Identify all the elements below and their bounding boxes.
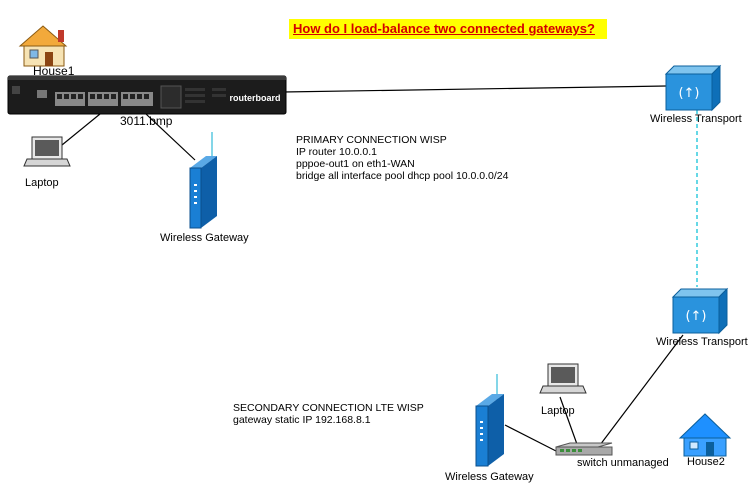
house2-icon <box>678 413 732 457</box>
primary-line: bridge all interface pool dhcp pool 10.0… <box>296 170 509 182</box>
transport1-icon: (↑) <box>664 64 722 112</box>
switch-label: switch unmanaged <box>577 457 669 469</box>
router-label: 3011.bmp <box>120 114 173 128</box>
primary-connection-info: PRIMARY CONNECTION WISP IP router 10.0.0… <box>296 134 509 182</box>
link-router-gateway1 <box>145 113 196 161</box>
gateway1-label: Wireless Gateway <box>160 232 249 244</box>
secondary-heading: SECONDARY CONNECTION LTE WISP <box>233 402 424 414</box>
link-switch-gateway2 <box>504 424 557 452</box>
link-router-transport1 <box>282 85 667 93</box>
svg-text:(↑): (↑) <box>678 86 699 101</box>
laptop1-label: Laptop <box>25 177 59 189</box>
laptop2-label: Laptop <box>541 405 575 417</box>
house1-icon <box>18 25 68 67</box>
primary-line: IP router 10.0.0.1 <box>296 146 377 158</box>
transport1-label: Wireless Transport <box>650 113 742 125</box>
switch-icon <box>555 442 613 456</box>
gateway1-icon <box>189 132 217 229</box>
secondary-connection-info: SECONDARY CONNECTION LTE WISP gateway st… <box>233 402 424 426</box>
router-brand-text: routerboard <box>229 93 280 103</box>
house1-label: House1 <box>33 64 75 78</box>
transport2-icon: (↑) <box>671 287 729 335</box>
house2-label: House2 <box>687 456 725 468</box>
secondary-line: gateway static IP 192.168.8.1 <box>233 414 371 426</box>
laptop1-icon <box>23 136 71 167</box>
router-icon: routerboard <box>7 75 287 115</box>
primary-line: pppoe-out1 on eth1-WAN <box>296 158 415 170</box>
gateway2-icon <box>475 374 504 467</box>
link-switch-laptop2 <box>559 396 579 448</box>
laptop2-icon <box>539 363 587 394</box>
gateway2-label: Wireless Gateway <box>445 471 534 483</box>
diagram-title: How do I load-balance two connected gate… <box>289 19 607 39</box>
transport2-label: Wireless Transport <box>656 336 748 348</box>
svg-text:(↑): (↑) <box>685 309 706 324</box>
primary-heading: PRIMARY CONNECTION WISP <box>296 134 447 146</box>
link-switch-transport2 <box>599 334 684 446</box>
link-router-laptop1 <box>61 113 101 146</box>
